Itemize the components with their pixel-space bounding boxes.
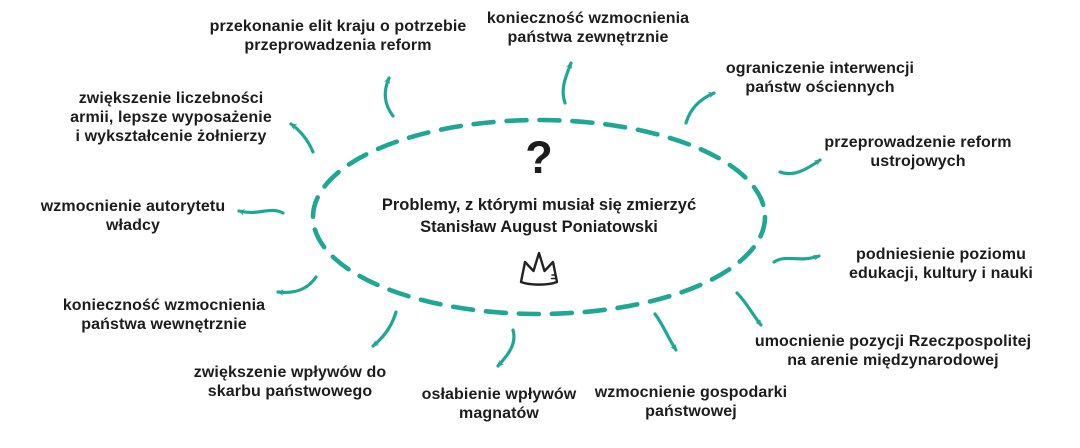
node-umocnienie-pozycji: umocnienie pozycji Rzeczpospolitej na ar… [754, 333, 1032, 369]
central-ellipse [310, 117, 768, 317]
arrow-to-oslabienie-wplywow [496, 328, 516, 368]
node-koniecznosc-wewnetrznie: konieczność wzmocnienia państwa wewnętrz… [62, 297, 266, 333]
arrow-to-przeprowadzenie-reform [778, 158, 822, 176]
node-wzmocnienie-gospodarki: wzmocnienie gospodarki państwowej [594, 384, 788, 420]
arrow-to-podniesienie-poziomu [772, 254, 821, 264]
arrow-to-przekonanie-elit [383, 76, 395, 118]
node-ograniczenie-interwencji: ograniczenie interwencji państw ościenny… [725, 60, 915, 96]
arrow-to-koniecznosc-wewnetrznie [276, 275, 318, 296]
node-koniecznosc-zewnetrznie: konieczność wzmocnienia państwa zewnętrz… [486, 10, 690, 46]
arrow-to-umocnienie-pozycji [735, 291, 763, 327]
arrow-to-zwiekszenie-liczebnosci [289, 122, 315, 154]
node-wzmocnienie-autorytetu: wzmocnienie autorytetu władcy [40, 198, 226, 234]
question-mark-icon: ? [525, 132, 553, 183]
node-zwiekszenie-liczebnosci: zwiększenie liczebności armii, lepsze wy… [70, 90, 272, 145]
node-przekonanie-elit: przekonanie elit kraju o potrzebie przep… [209, 18, 467, 54]
arrow-to-koniecznosc-zewnetrznie [561, 61, 573, 105]
arrow-to-wzmocnienie-gospodarki [653, 312, 678, 352]
node-oslabienie-wplywow: osłabienie wpływów magnatów [421, 386, 577, 422]
arrow-to-ograniczenie-interwencji [684, 91, 716, 125]
central-topic-title: Problemy, z którymi musiał się zmierzyć … [381, 196, 697, 237]
crown-icon [515, 247, 563, 291]
arrow-to-zwiekszenie-wplywow [371, 310, 398, 348]
node-zwiekszenie-wplywow: zwiększenie wpływów do skarbu państwoweg… [193, 364, 387, 400]
node-przeprowadzenie-reform: przeprowadzenie reform ustrojowych [824, 134, 1012, 170]
node-podniesienie-poziomu: podniesienie poziomu edukacji, kultury i… [849, 246, 1033, 282]
arrow-to-wzmocnienie-autorytetu [237, 208, 285, 216]
